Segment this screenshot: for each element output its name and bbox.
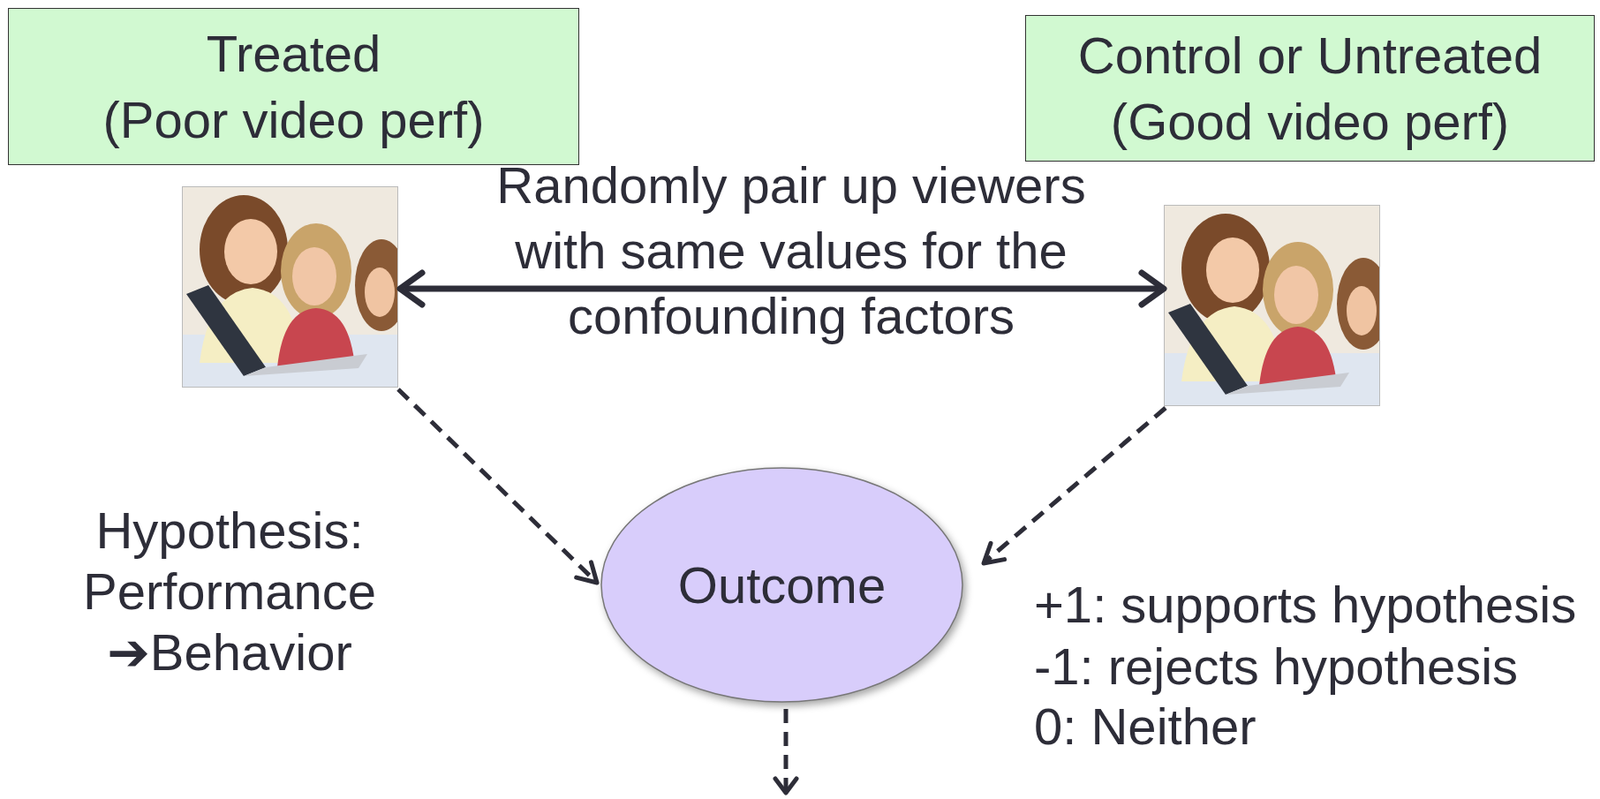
viewers-photo: [181, 186, 408, 388]
dashed-arrow: [985, 407, 1166, 562]
viewers-photo: [1163, 204, 1390, 407]
arrow-head: [983, 543, 1005, 564]
outcome-ellipse: Outcome: [599, 466, 965, 704]
dashed-arrow: [784, 709, 789, 792]
node-heading: Outcome: [678, 551, 886, 619]
node-subtitle: (Poor video perf): [103, 86, 485, 153]
score-note: +1: supports hypothesis: [1033, 573, 1591, 636]
node-heading: Control or Untreated: [1078, 22, 1542, 89]
group-box: Control or Untreated(Good video perf): [1025, 15, 1595, 162]
pairing-note: Randomly pair up viewers with same value…: [455, 152, 1127, 349]
arrow-head: [775, 778, 797, 793]
score-note: 0: Neither: [1033, 695, 1591, 758]
arrow-head: [1141, 272, 1164, 305]
score-note: -1: rejects hypothesis: [1033, 635, 1591, 698]
dashed-arrow: [398, 389, 596, 582]
node-heading: Treated: [206, 20, 382, 87]
arrow-head: [576, 562, 597, 583]
hypothesis-note: Hypothesis: Performance ➔Behavior: [75, 499, 385, 683]
node-subtitle: (Good video perf): [1110, 88, 1510, 155]
arrow-head: [400, 272, 423, 305]
ellipse-shape: [601, 467, 963, 702]
group-box: Treated(Poor video perf): [7, 7, 580, 166]
